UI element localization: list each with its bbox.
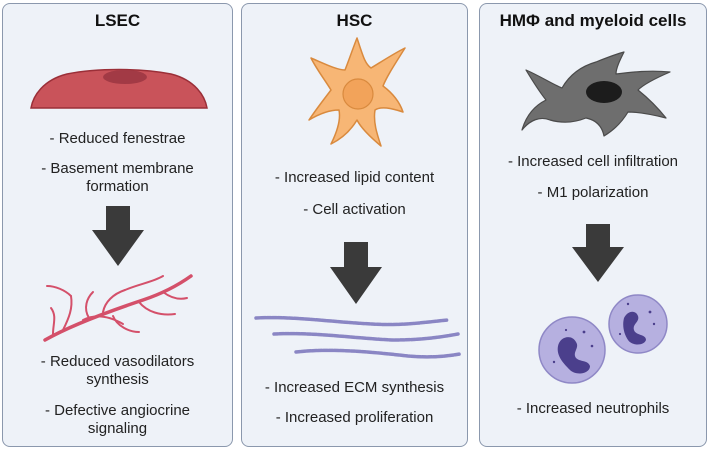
blood-vessel-icon (43, 274, 193, 342)
down-arrow-icon (330, 242, 382, 304)
myeloid-item-m1: - M1 polarization (537, 184, 649, 201)
lsec-panel: LSEC - Reduced fenestrae - Basement memb… (2, 3, 233, 447)
panel-title: HSC (336, 11, 373, 30)
myeloid-panel: HMΦ and myeloid cells - Increased cell i… (479, 3, 707, 447)
myeloid-item-neutrophils: - Increased neutrophils (516, 400, 670, 417)
lsec-item-angiocrine: - Defective angiocrine signaling (44, 402, 191, 437)
hsc-item-lipid: - Increased lipid content (274, 169, 435, 186)
hsc-panel: HSC - Increased lipid content - Cell act… (241, 3, 468, 447)
panel-title: HMΦ and myeloid cells (499, 11, 687, 30)
panel-title: LSEC (94, 11, 141, 30)
hsc-cell-icon (308, 37, 406, 147)
neutrophils-icon (538, 294, 668, 384)
lsec-cell-icon (30, 68, 208, 109)
down-arrow-icon (92, 206, 144, 266)
lsec-item-fenestrae: - Reduced fenestrae (49, 130, 186, 147)
hsc-item-ecm: - Increased ECM synthesis (264, 379, 445, 396)
lsec-item-vasodilators: - Reduced vasodilators synthesis (40, 353, 195, 388)
down-arrow-icon (572, 224, 624, 282)
lsec-item-basement-membrane: - Basement membrane formation (41, 160, 194, 195)
macrophage-icon (521, 51, 671, 137)
hsc-item-proliferation: - Increased proliferation (275, 409, 434, 426)
hsc-item-activation: - Cell activation (303, 201, 406, 218)
myeloid-item-infiltration: - Increased cell infiltration (507, 153, 679, 170)
ecm-fibers-icon (254, 315, 462, 359)
